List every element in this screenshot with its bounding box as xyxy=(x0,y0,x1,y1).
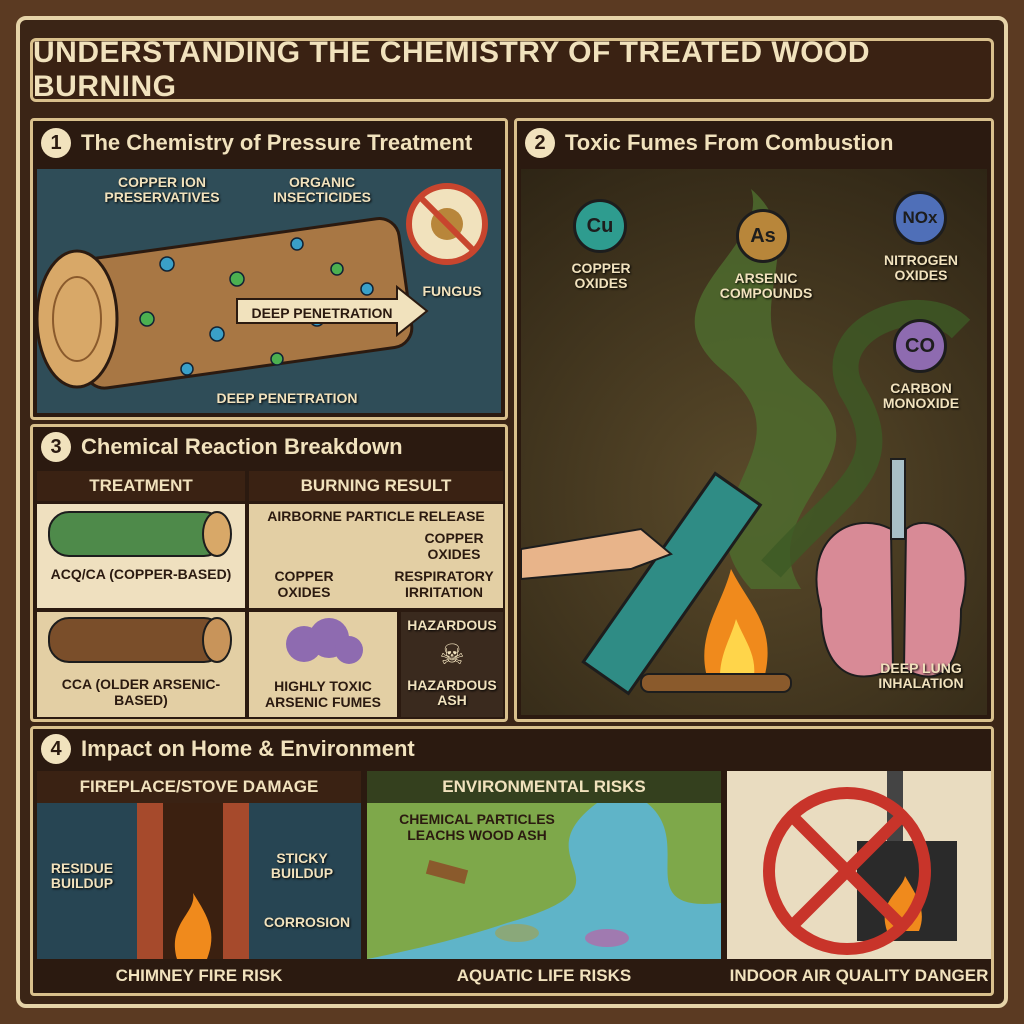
column-header-treatment: TREATMENT xyxy=(37,471,245,501)
label-cca: CCA (OLDER ARSENIC-BASED) xyxy=(61,676,221,709)
panel-title: The Chemistry of Pressure Treatment xyxy=(81,130,473,155)
label-acq-ca: ACQ/CA (COPPER-BASED) xyxy=(50,566,232,582)
panel-title: Toxic Fumes From Combustion xyxy=(565,130,894,155)
label-nitrogen-oxides: NITROGEN OXIDES xyxy=(884,252,958,284)
molecule-as: As xyxy=(736,209,790,263)
chimney-illustration xyxy=(137,803,249,959)
fireplace-footer: CHIMNEY FIRE RISK xyxy=(37,959,361,993)
row2-result: HIGHLY TOXIC ARSENIC FUMES xyxy=(249,612,397,717)
step-number: 1 xyxy=(41,128,71,158)
combustion-illustration: Cu COPPER OXIDES As ARSENIC COMPOUNDS NO… xyxy=(520,169,987,715)
panel-title: Impact on Home & Environment xyxy=(81,736,415,761)
indoor-footer: INDOOR AIR QUALITY DANGER xyxy=(727,959,991,993)
label-corrosion: CORROSION xyxy=(263,914,351,930)
label-arsenic-fumes: HIGHLY TOXIC ARSENIC FUMES xyxy=(265,678,381,711)
smoke-fire-illustration xyxy=(520,189,971,696)
panel-pressure-treatment: 1 The Chemistry of Pressure Treatment COP… xyxy=(30,118,508,420)
environmental-risks-section: ENVIRONMENTAL RISKS CHEMICAL PARTICLES L… xyxy=(367,771,721,993)
label-copper-oxides: COPPER OXIDES xyxy=(571,260,631,292)
label-deep-penetration: DEEP PENETRATION xyxy=(216,390,358,406)
label-chemical-particles: CHEMICAL PARTICLES LEACHS WOOD ASH xyxy=(399,811,555,844)
fireplace-damage-section: FIREPLACE/STOVE DAMAGE RESIDUE BUILDUP S… xyxy=(37,771,361,993)
toxic-cloud-icon xyxy=(286,618,363,664)
hazard-label: HAZARDOUS ASH xyxy=(407,677,497,709)
label-deep-penetration-arrow: DEEP PENETRATION xyxy=(251,305,393,321)
row1-treatment: ACQ/CA (COPPER-BASED) xyxy=(37,504,245,608)
step-number: 2 xyxy=(525,128,555,158)
no-wood-stove-icon xyxy=(763,771,957,955)
step-number: 4 xyxy=(41,734,71,764)
green-log-icon xyxy=(48,511,232,557)
panel-reaction-breakdown: 3 Chemical Reaction Breakdown TREATMENT B… xyxy=(30,424,508,722)
label-copper-ion: COPPER ION PRESERVATIVES xyxy=(104,174,220,206)
label-deep-lung-inhalation: DEEP LUNG INHALATION xyxy=(878,660,964,692)
panel-toxic-fumes: 2 Toxic Fumes From Combustion Cu COPPER O… xyxy=(514,118,994,722)
label-copper-oxides-right: COPPER OXIDES xyxy=(424,530,484,563)
row1-result: AIRBORNE PARTICLE RELEASE COPPER OXIDES … xyxy=(249,504,503,608)
label-fungus: FUNGUS xyxy=(422,283,482,299)
column-header-burning-result: BURNING RESULT xyxy=(249,471,503,501)
indoor-air-section: INDOOR AIR QUALITY DANGER xyxy=(727,771,991,993)
label-residue-buildup: RESIDUE BUILDUP xyxy=(50,860,114,892)
environment-footer: AQUATIC LIFE RISKS xyxy=(367,959,721,993)
label-carbon-monoxide: CARBON MONOXIDE xyxy=(882,380,960,412)
fireplace-title: FIREPLACE/STOVE DAMAGE xyxy=(37,771,361,803)
molecule-co: CO xyxy=(893,319,947,373)
label-arsenic-compounds: ARSENIC COMPOUNDS xyxy=(719,270,813,302)
molecule-cu: Cu xyxy=(573,199,627,253)
skull-icon: ☠ xyxy=(439,639,465,670)
step-number: 3 xyxy=(41,432,71,462)
panel-title: Chemical Reaction Breakdown xyxy=(81,434,403,459)
panel-home-environment: 4 Impact on Home & Environment FIREPLACE/… xyxy=(30,726,994,996)
label-respiratory-irritation: RESPIRATORY IRRITATION xyxy=(394,568,494,601)
hazardous-ash-box: HAZARDOUS ☠ HAZARDOUS ASH xyxy=(401,612,503,717)
molecule-nox: NOx xyxy=(893,191,947,245)
log-illustration xyxy=(35,183,488,390)
label-organic-insecticides: ORGANIC INSECTICIDES xyxy=(272,174,371,206)
label-copper-oxides-left: COPPER OXIDES xyxy=(274,568,334,601)
hazard-title: HAZARDOUS xyxy=(407,617,497,633)
page-title: UNDERSTANDING THE CHEMISTRY OF TREATED W… xyxy=(30,36,994,103)
brown-log-icon xyxy=(48,617,232,663)
environment-title: ENVIRONMENTAL RISKS xyxy=(367,771,721,803)
label-airborne-release: AIRBORNE PARTICLE RELEASE xyxy=(267,508,485,524)
river-illustration xyxy=(367,803,721,959)
treatment-illustration: COPPER ION PRESERVATIVES ORGANIC INSECTI… xyxy=(35,169,501,413)
row2-treatment: CCA (OLDER ARSENIC-BASED) xyxy=(37,612,245,717)
label-sticky-buildup: STICKY BUILDUP xyxy=(270,850,334,882)
